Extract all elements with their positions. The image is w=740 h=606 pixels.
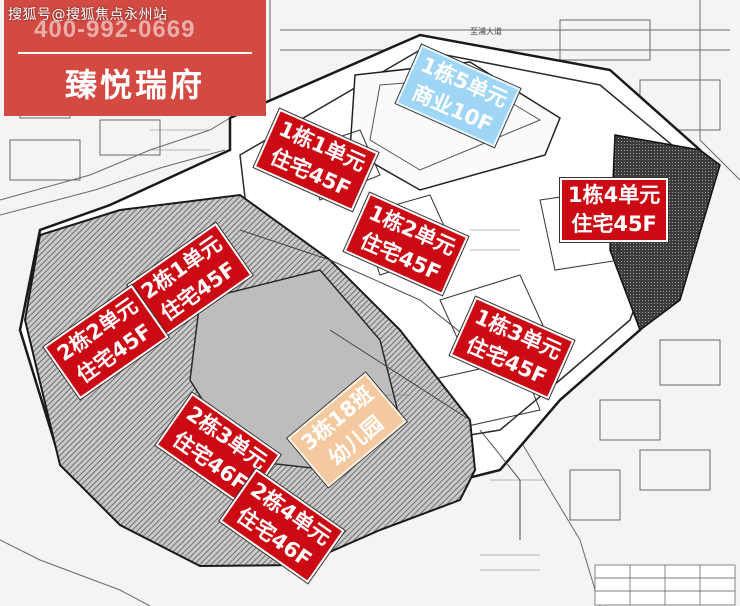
dimension-lines	[150, 129, 545, 571]
legend-table	[594, 564, 736, 606]
phone-number[interactable]: 400-992-0669	[34, 16, 196, 43]
svg-text:至浦大道: 至浦大道	[470, 26, 502, 36]
brand-banner: 400-992-0669 臻悦瑞府	[4, 0, 266, 116]
watermark: 搜狐号@搜狐焦点永州站	[8, 7, 168, 23]
project-name: 臻悦瑞府	[64, 66, 205, 104]
divider	[18, 52, 252, 54]
building-label-b1-4: 1栋4单元 住宅45F	[560, 178, 669, 242]
